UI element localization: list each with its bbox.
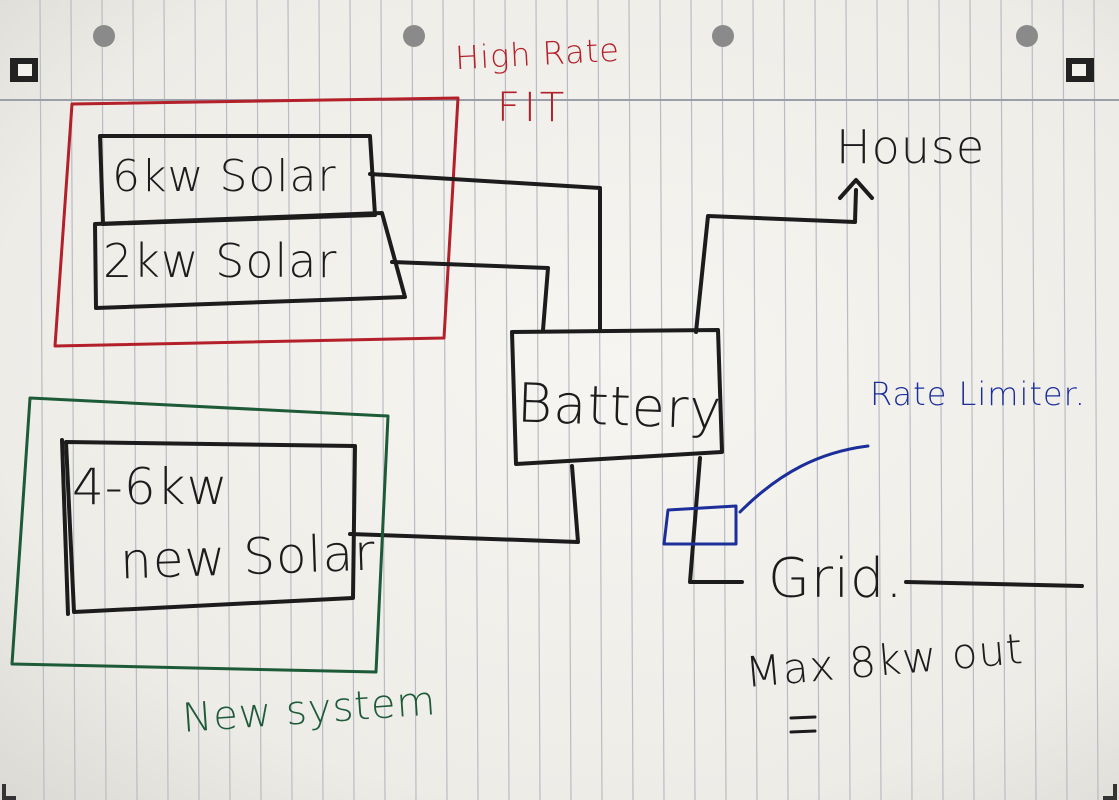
rate-limiter-pointer: [738, 444, 870, 514]
new-solar-box: [64, 440, 357, 614]
rule-line: [1062, 0, 1068, 800]
label-solar-6kw: 6kw Solar: [112, 151, 337, 202]
grid-line: [904, 580, 1084, 588]
rule-line: [659, 0, 665, 800]
rule-line: [907, 0, 913, 800]
rule-line: [845, 0, 851, 800]
rule-line: [287, 0, 293, 800]
rule-line: [380, 0, 386, 800]
label-high-rate: High Rate: [454, 30, 621, 78]
rule-line: [721, 0, 727, 800]
label-new-solar: new Solar: [119, 523, 377, 591]
punch-hole: [93, 25, 115, 47]
rate-limiter-box: [662, 504, 738, 546]
rule-line: [566, 0, 572, 800]
label-house: House: [836, 120, 986, 174]
rule-line: [690, 0, 696, 800]
corner-marker-right-inner: [1072, 64, 1086, 76]
rule-line: [969, 0, 975, 800]
rule-line: [442, 0, 448, 800]
rule-line: [504, 0, 510, 800]
label-battery: Battery: [515, 371, 724, 442]
equals-mark: [789, 715, 817, 734]
rule-line: [938, 0, 944, 800]
rule-lines: [39, 0, 1099, 800]
label-grid: Grid.: [768, 547, 904, 610]
battery-box: [510, 328, 724, 466]
punch-hole: [403, 25, 425, 47]
rule-line: [318, 0, 324, 800]
rule-line: [783, 0, 789, 800]
wire-2kw-to-battery: [390, 260, 550, 332]
label-new-solar-capacity: 4-6kw: [72, 458, 229, 516]
rule-line: [473, 0, 479, 800]
fit-system-boundary: [53, 96, 460, 348]
rule-line: [256, 0, 262, 800]
corner-marker-left-inner: [18, 64, 32, 76]
punch-hole: [712, 25, 734, 47]
rule-line: [1031, 0, 1037, 800]
rule-line: [225, 0, 231, 800]
wire-6kw-to-battery: [368, 172, 602, 332]
rule-line: [411, 0, 417, 800]
wire-battery-to-house: [694, 188, 858, 334]
corner-markers: [2, 58, 1117, 800]
house-arrow: [838, 178, 874, 200]
rule-line: [535, 0, 541, 800]
rule-line: [597, 0, 603, 800]
wire-new-solar-to-battery: [348, 464, 580, 544]
punch-hole: [1016, 25, 1038, 47]
corner-marker-bottom-left: [2, 784, 16, 800]
binder-holes: [93, 25, 1038, 47]
label-fit: FIT: [497, 85, 569, 131]
label-rate-limiter: Rate Limiter.: [870, 375, 1086, 413]
new-solar-box-edge: [60, 438, 70, 616]
rule-line: [752, 0, 758, 800]
corner-marker-bottom-right: [1103, 784, 1117, 800]
rule-line: [1093, 0, 1099, 800]
rule-line: [876, 0, 882, 800]
new-system-boundary: [10, 396, 390, 674]
rule-line: [349, 0, 355, 800]
label-solar-2kw: 2kw Solar: [103, 234, 338, 288]
wire-battery-to-grid: [688, 456, 744, 584]
solar-2kw-box: [93, 211, 407, 310]
rule-line: [814, 0, 820, 800]
rule-line: [1000, 0, 1006, 800]
rule-line: [628, 0, 634, 800]
